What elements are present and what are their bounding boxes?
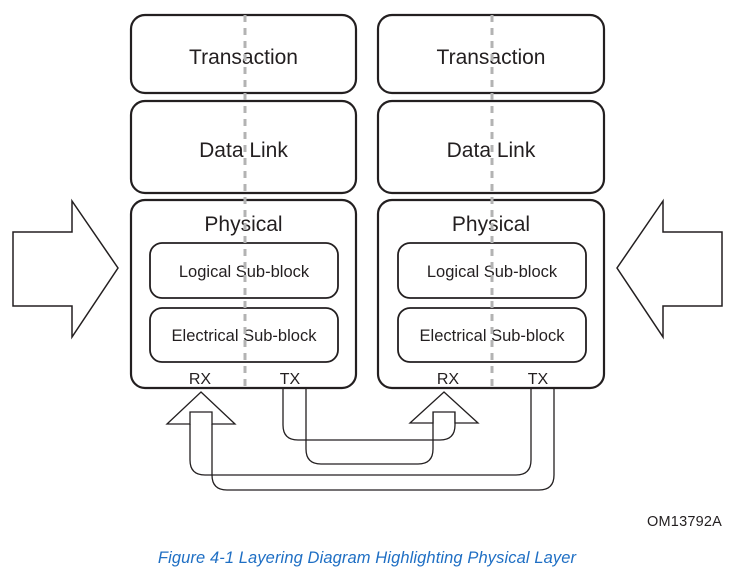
figure-caption: Figure 4-1 Layering Diagram Highlighting…: [158, 549, 578, 567]
right-device: Transaction Data Link Physical Logical S…: [376, 13, 606, 390]
link-left-tx-to-right-rx: [282, 389, 480, 465]
left-inbound-arrow-icon: [12, 198, 119, 340]
rx-port-label: RX: [437, 371, 460, 388]
left-rx-arrowhead-icon: [165, 391, 237, 425]
electrical-sub-block-label: Electrical Sub-block: [420, 327, 566, 345]
logical-sub-block-label: Logical Sub-block: [427, 263, 558, 281]
right-inbound-arrow-icon: [616, 198, 723, 340]
logical-sub-block-label: Logical Sub-block: [179, 263, 310, 281]
tx-port-label: TX: [528, 371, 549, 388]
left-device: Transaction Data Link Physical Logical S…: [129, 13, 358, 390]
electrical-sub-block-label: Electrical Sub-block: [172, 327, 318, 345]
link-right-tx-to-left-rx: [165, 389, 555, 491]
rx-port-label: RX: [189, 371, 212, 388]
right-rx-arrowhead-icon: [408, 391, 480, 424]
tx-port-label: TX: [280, 371, 301, 388]
om-code-label: OM13792A: [647, 514, 722, 530]
